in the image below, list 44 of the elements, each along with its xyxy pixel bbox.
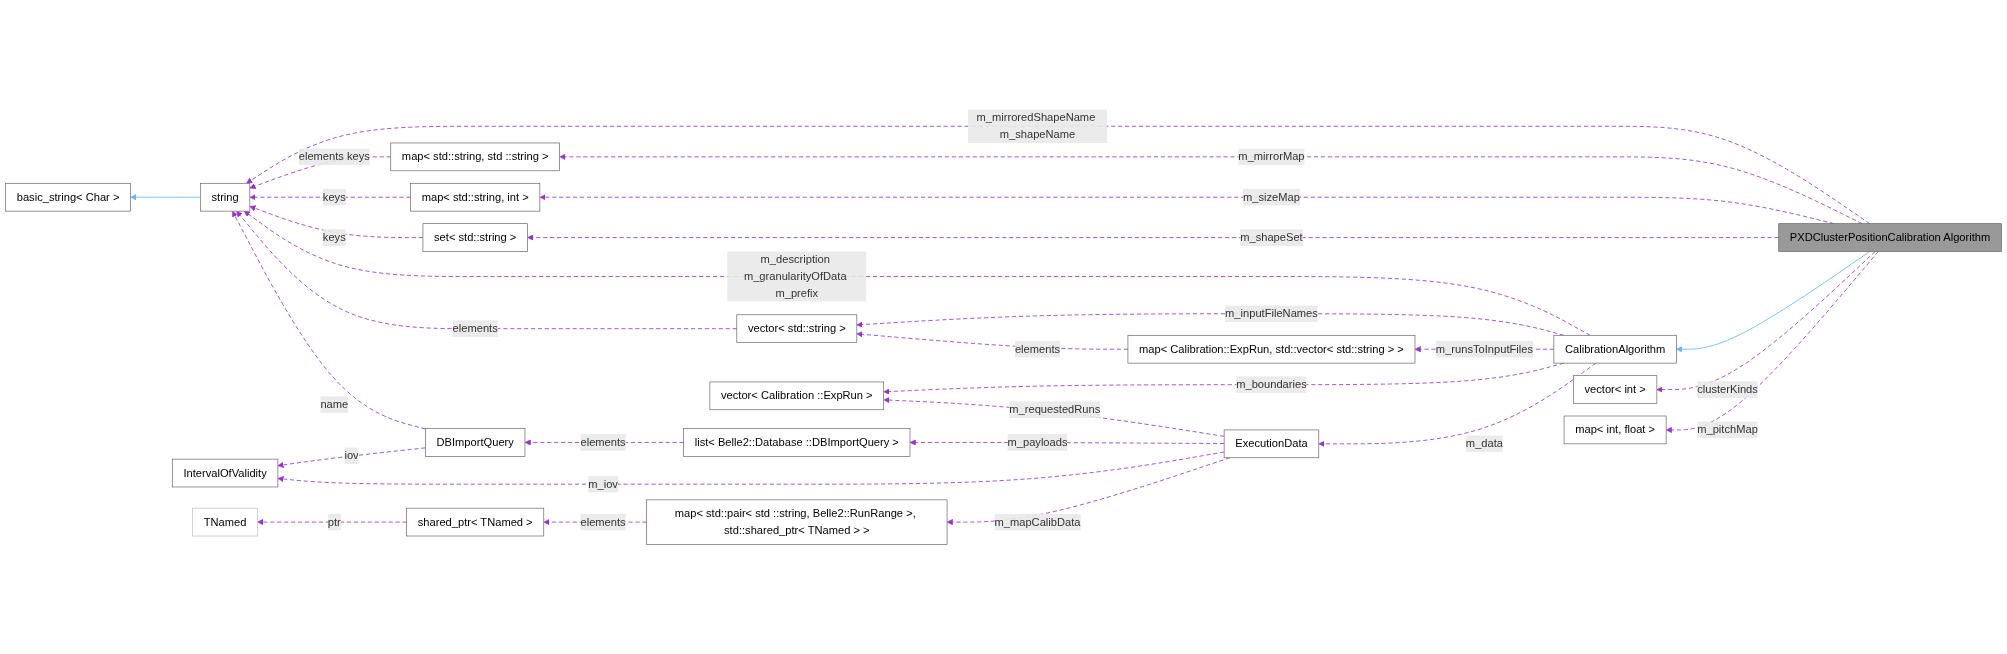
edge-label: keys	[322, 231, 346, 244]
edge-label: keys	[322, 190, 346, 203]
edge-label: name	[320, 398, 349, 411]
node-box: shared_ptr< TNamed >	[406, 507, 545, 537]
node-box: map< std::string, std ::string >	[390, 142, 560, 172]
node-box: vector< int >	[1573, 375, 1658, 404]
edge-label: m_boundaries	[1236, 378, 1307, 391]
edge-label: m_mapCalibData	[994, 515, 1081, 528]
edge-label: m_description m_granularityOfData m_prefix	[743, 253, 847, 299]
node-box: map< std::string, int >	[410, 183, 541, 212]
node-box: DBImportQuery	[425, 428, 526, 457]
node-box: ExecutionData	[1223, 429, 1320, 459]
node-box: string	[200, 183, 251, 212]
edge-label: elements keys	[298, 150, 370, 163]
edge-label: m_inputFileNames	[1225, 307, 1318, 320]
node-box: basic_string< Char >	[5, 183, 131, 212]
edge-label: m_pitchMap	[1697, 423, 1758, 436]
edge-label: m_mirrorMap	[1238, 150, 1305, 163]
node-box: vector< Calibration ::ExpRun >	[709, 381, 885, 411]
edge-label: m_mirroredShapeName m_shapeName	[976, 111, 1096, 141]
edge-label: m_runsToInputFiles	[1435, 342, 1533, 355]
node-box: map< int, float >	[1563, 415, 1667, 445]
edge-label: m_data	[1465, 437, 1503, 450]
edge-label: m_requestedRuns	[1009, 403, 1101, 416]
edge-label: elements	[452, 322, 498, 335]
node-box: list< Belle2::Database ::DBImportQuery >	[683, 428, 911, 457]
edge-label: ptr	[327, 515, 341, 528]
node-box: set< std::string >	[422, 223, 528, 252]
edge-label: m_payloads	[1007, 436, 1068, 449]
edge-label: clusterKinds	[1697, 383, 1758, 396]
edge-label: m_sizeMap	[1243, 190, 1300, 203]
edge-label: elements	[1014, 342, 1061, 355]
node-box: vector< std::string >	[736, 314, 858, 343]
edge-label: m_shapeSet	[1240, 231, 1303, 244]
edge-label: m_iov	[588, 477, 618, 490]
node-box: IntervalOfValidity	[171, 458, 279, 488]
edge-label: elements	[580, 515, 626, 528]
edge-label: elements	[580, 436, 626, 449]
node-box: CalibrationAlgorithm	[1553, 335, 1677, 364]
edge-label: iov	[344, 449, 359, 462]
node-box: TNamed	[192, 507, 258, 537]
node-box: PXDClusterPositionCalibration Algorithm	[1778, 223, 2002, 252]
node-box: map< Calibration::ExpRun, std::vector< std::string > >	[1127, 335, 1416, 364]
node-box: map< std::pair< std ::string, Belle2::RunRange >, std::shared_ptr< TNamed > >	[646, 499, 948, 545]
